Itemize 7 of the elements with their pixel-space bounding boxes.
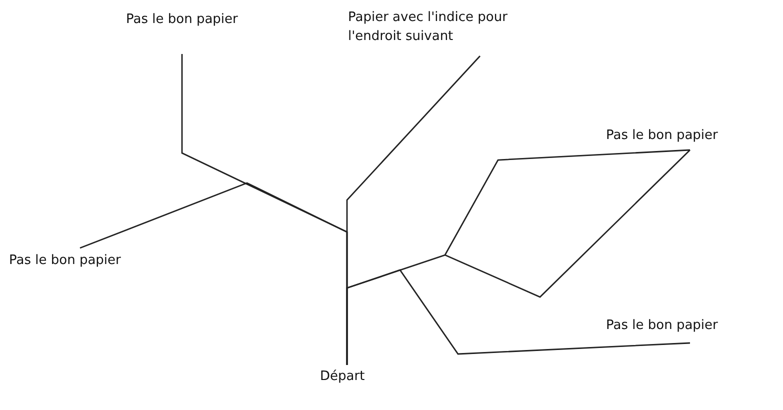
- node-label: Pas le bon papier: [9, 252, 122, 270]
- node-label: Pas le bon papier: [126, 11, 239, 29]
- node-label: Papier avec l'indice pour l'endroit suivant: [348, 9, 508, 46]
- node-label: Pas le bon papier: [606, 317, 719, 335]
- node-label: Départ: [320, 368, 366, 386]
- node-label: Pas le bon papier: [606, 127, 719, 145]
- connector-line: [346, 269, 690, 365]
